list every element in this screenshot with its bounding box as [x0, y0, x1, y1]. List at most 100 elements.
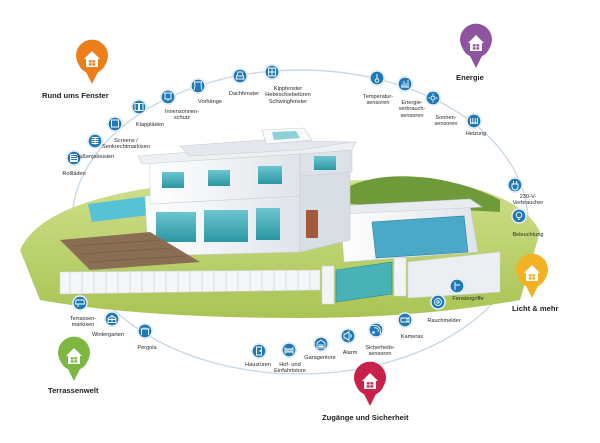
item-bubble-sicherheitssensoren[interactable]: [368, 322, 384, 338]
item-bubble-garagentore[interactable]: [313, 336, 329, 352]
item-bubble-verbraucher230[interactable]: [507, 177, 523, 193]
bubble-fill: [138, 324, 152, 338]
door-icon: [256, 346, 262, 356]
item-label-rolllaeden: Rollläden: [62, 171, 86, 177]
category-label-licht: Licht & mehr: [512, 304, 559, 313]
bubble-fill: [450, 279, 464, 293]
bubble-fill: [341, 329, 355, 343]
item-bubble-heizung[interactable]: [466, 113, 482, 129]
curtain-icon: [193, 81, 203, 91]
bubble-fill: [508, 178, 522, 192]
item-bubble-klappladen[interactable]: [131, 99, 147, 115]
category-pin-energie[interactable]: [459, 23, 492, 68]
camera-icon: [400, 316, 410, 324]
category-label-terrasse: Terrassenwelt: [48, 386, 99, 395]
bubble-fill: [467, 114, 481, 128]
blind-icon: [91, 137, 99, 145]
house-icon: [524, 265, 540, 281]
bulb-icon: [515, 211, 523, 220]
front-door: [306, 210, 318, 238]
item-bubble-screens[interactable]: [107, 116, 123, 132]
garden-wall: [407, 251, 501, 299]
item-label-vorhaenge: Vorhänge: [198, 99, 222, 105]
bubble-fill: [426, 91, 440, 105]
item-bubble-kameras[interactable]: [397, 312, 413, 328]
category-pin-licht[interactable]: [516, 253, 548, 298]
item-bubble-pergola[interactable]: [137, 323, 153, 339]
house-icon: [362, 373, 378, 389]
item-label-screens: Screens / Senkrechtmarkisen: [102, 138, 150, 151]
skylight-glass: [272, 131, 300, 140]
category-pin-terrasse[interactable]: [58, 336, 90, 381]
category-label-fenster: Rund ums Fenster: [42, 91, 109, 100]
item-bubble-beleuchtung[interactable]: [511, 208, 527, 224]
item-label-hofeinfahrtstore: Hof- und Einfahrtstore: [274, 362, 306, 375]
pergola-icon: [140, 327, 150, 335]
item-label-wintergarten: Wintergarten: [91, 332, 125, 338]
item-bubble-haustueren[interactable]: [251, 343, 267, 359]
handle-icon: [454, 282, 460, 290]
item-bubble-temperatursensoren[interactable]: [369, 70, 385, 86]
garage-door-icon: [316, 339, 326, 349]
window-ground-3: [256, 208, 280, 240]
item-label-klappladen: Klappläden: [136, 122, 164, 128]
radiator-icon: [470, 118, 478, 124]
item-bubble-alarm[interactable]: [340, 328, 356, 344]
item-bubble-wintergarten[interactable]: [104, 311, 120, 327]
bubble-fill: [252, 344, 266, 358]
item-label-haustueren: Haustüren: [245, 362, 271, 368]
item-label-aussenjalousien: Außenjalousien: [75, 154, 115, 160]
bubble-fill: [512, 209, 526, 223]
category-label-energie: Energie: [456, 73, 484, 82]
item-bubble-rolllaeden[interactable]: [66, 150, 82, 166]
category-pin-fenster[interactable]: [76, 39, 108, 84]
item-bubble-vorhaenge[interactable]: [190, 78, 206, 94]
window-icon: [268, 67, 276, 77]
house-icon: [84, 51, 100, 67]
item-bubble-energieverbrauch[interactable]: [397, 76, 413, 92]
item-bubble-dachfenster[interactable]: [232, 68, 248, 84]
item-label-kippfenster: Kippfenster Hebeschiebetüren Schwingfens…: [265, 86, 311, 105]
window-upper-3: [258, 166, 282, 184]
bubble-fill: [132, 100, 146, 114]
item-label-alarm: Alarm: [342, 350, 358, 356]
fence-pickets: [69, 270, 311, 294]
awning-icon: [74, 299, 86, 307]
item-bubble-kippfenster[interactable]: [264, 64, 280, 80]
item-label-rauchmelder: Rauchmelder: [427, 318, 461, 324]
deck-planks: [71, 239, 187, 263]
alarm-icon: [343, 330, 352, 342]
item-label-pergola: Pergola: [137, 345, 157, 351]
gate-pillar-right: [393, 257, 407, 297]
window-upper-side: [314, 156, 336, 170]
interior-blind-icon: [164, 92, 172, 101]
pool: [88, 196, 158, 222]
item-bubble-innensonnenschutz[interactable]: [160, 89, 176, 105]
window-upper-2: [208, 170, 230, 186]
thermometer-icon: [374, 74, 380, 83]
item-label-kameras: Kameras: [400, 334, 424, 340]
bubble-fill: [191, 79, 205, 93]
item-bubble-hofeinfahrtstore[interactable]: [281, 342, 297, 358]
house-icon: [66, 348, 82, 364]
item-bubble-sonnensensoren[interactable]: [425, 90, 441, 106]
meter-icon: [401, 80, 409, 88]
item-bubble-terrassenmarkisen[interactable]: [72, 295, 88, 311]
item-bubble-aussenjalousien[interactable]: [87, 133, 103, 149]
roller-shutter-icon: [70, 154, 78, 162]
window-ground-1: [156, 212, 196, 242]
category-pin-sicherheit[interactable]: [354, 361, 387, 406]
item-label-energieverbrauch: Energie- verbrauch- sensoren: [398, 100, 426, 119]
bubble-fill: [161, 90, 175, 104]
sensor-icon: [371, 325, 381, 335]
item-bubble-rauchmelder[interactable]: [430, 294, 446, 310]
shutter-icon: [134, 103, 144, 111]
garage-door: [371, 215, 469, 259]
item-label-garagentore: Garagentore: [304, 355, 336, 361]
screen-icon: [111, 119, 119, 128]
roof-window-icon: [235, 71, 245, 80]
category-label-sicherheit: Zugänge und Sicherheit: [322, 413, 409, 422]
plug-icon: [511, 181, 519, 191]
item-bubble-fenstergriffe[interactable]: [449, 278, 465, 294]
